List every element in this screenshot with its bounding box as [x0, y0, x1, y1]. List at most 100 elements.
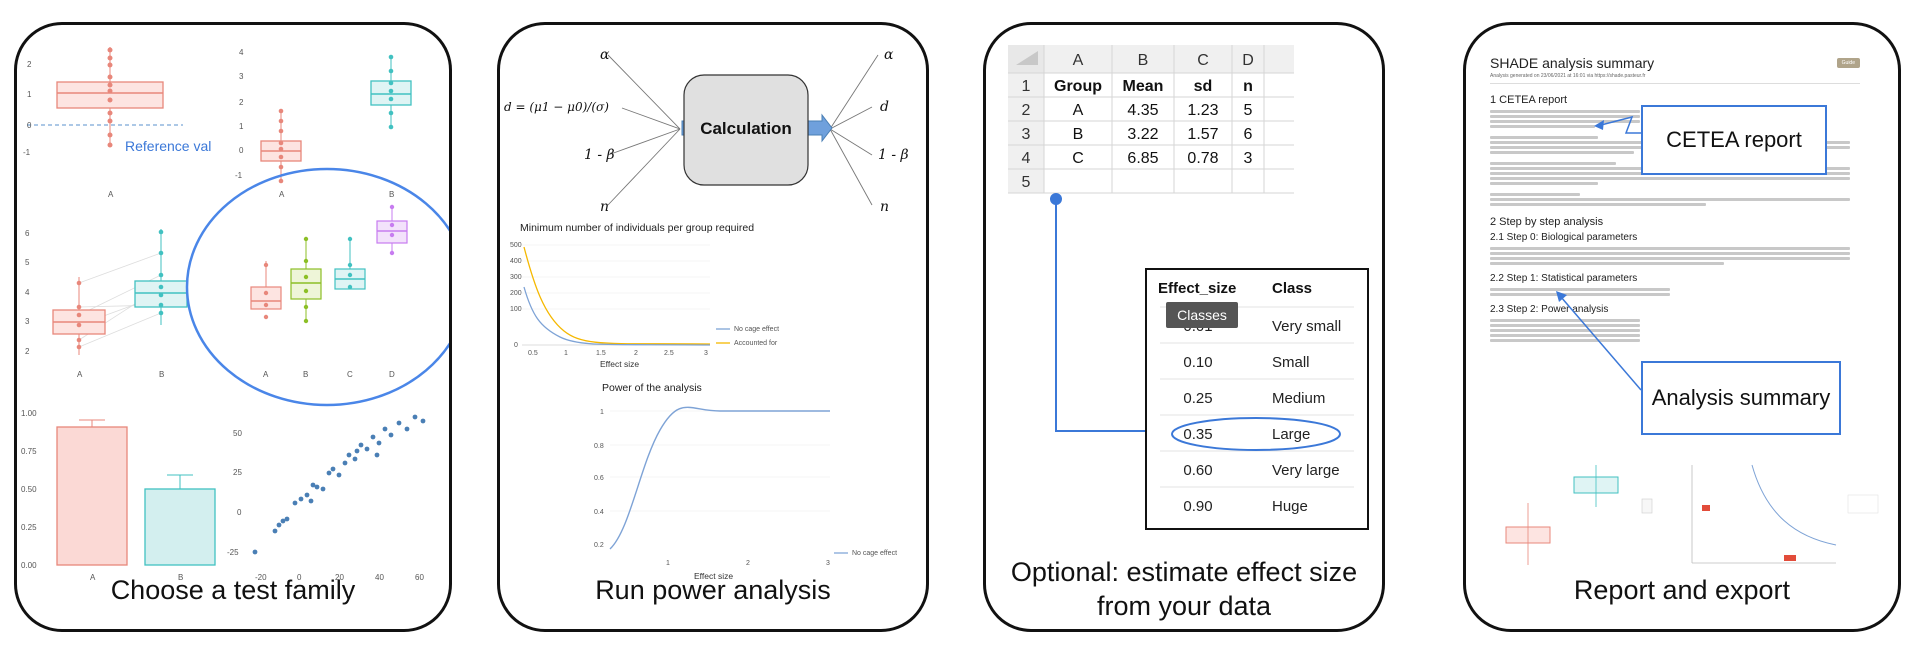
output-n: n	[880, 199, 889, 215]
chart1-tick-x-25: 2.5	[664, 350, 674, 357]
plot5-barplot: 1.00 0.75 0.50 0.25 0.00 A B	[21, 409, 216, 582]
row-number-5: 5	[1022, 174, 1031, 191]
plot4-tick-x-a: A	[263, 370, 269, 379]
report-h2: 2 Step by step analysis	[1490, 216, 1604, 228]
col-header-a: A	[1073, 52, 1084, 69]
effect-class-0: Very small	[1272, 318, 1341, 335]
chart2-xlabel: Effect size	[694, 571, 733, 581]
cell-a2[interactable]: A	[1073, 102, 1084, 119]
cell-d2[interactable]: 5	[1244, 102, 1253, 119]
plot1-tick-y-2: 2	[27, 60, 32, 69]
plot2-tick-y-4: 4	[239, 48, 244, 57]
plot4-tick-x-d: D	[389, 370, 395, 379]
chart1-tick-x-1: 1	[564, 350, 568, 357]
plot2-tick-y-m1: -1	[235, 171, 243, 180]
chart1-legend-no-cage: No cage effect	[734, 326, 779, 333]
highlight-circle	[185, 167, 449, 407]
cell-d3[interactable]: 6	[1244, 126, 1253, 143]
plot5-tick-x-a: A	[90, 573, 96, 582]
chart2-tick-y-06: 0.6	[594, 475, 604, 482]
chart1-tick-x-15: 1.5	[596, 350, 606, 357]
chart1-tick-y-300: 300	[510, 274, 522, 281]
plot4-tick-x-c: C	[347, 370, 353, 379]
plot2-tick-y-2: 2	[239, 98, 244, 107]
plot6-tick-x-40: 40	[375, 573, 384, 582]
effect-class-3: Large	[1272, 426, 1310, 443]
cell-b2[interactable]: 4.35	[1127, 102, 1158, 119]
plot2-tick-y-0: 0	[239, 146, 244, 155]
plot5-tick-y-000: 0.00	[21, 561, 37, 570]
panel2-caption: Run power analysis	[595, 575, 831, 605]
input-power: 1 - β	[584, 147, 615, 163]
chart1-title: Minimum number of individuals per group …	[520, 222, 754, 234]
plot3-tick-y-2: 2	[25, 347, 30, 356]
plot4-multi-boxplot: A B C D	[185, 167, 449, 407]
output-alpha: α	[884, 47, 894, 63]
cell-c3[interactable]: 1.57	[1187, 126, 1218, 143]
panel3-content: A B C D 1 2 3 4 5 Group Mean sd n A 4.35…	[1008, 45, 1369, 530]
report-document: SHADE analysis summary Guide Analysis ge…	[1490, 55, 1860, 344]
reference-label: Reference val	[125, 138, 211, 154]
chart1-tick-y-100: 100	[510, 306, 522, 313]
row-number-4: 4	[1022, 150, 1031, 167]
col-header-d: D	[1242, 52, 1254, 69]
cell-d1[interactable]: n	[1243, 78, 1253, 95]
plot5-tick-y-025: 0.25	[21, 523, 37, 532]
col-header-b: B	[1138, 52, 1149, 69]
row-number-3: 3	[1022, 126, 1031, 143]
plot5-tick-y-100: 1.00	[21, 409, 37, 418]
input-n: n	[600, 199, 609, 215]
plot5-tick-y-075: 0.75	[21, 447, 37, 456]
chart2-tick-y-1: 1	[600, 409, 604, 416]
cell-b4[interactable]: 6.85	[1127, 150, 1158, 167]
input-alpha: α	[600, 47, 610, 63]
plot6-tick-y-0: 0	[237, 508, 242, 517]
plot3-tick-y-4: 4	[25, 288, 30, 297]
chart2-tick-x-3: 3	[826, 560, 830, 567]
chart2-tick-x-2: 2	[746, 560, 750, 567]
chart1-tick-x-3: 3	[704, 350, 708, 357]
panel4-caption: Report and export	[1573, 575, 1791, 605]
guide-button[interactable]: Guide	[1836, 58, 1860, 68]
chart2-tick-x-1: 1	[666, 560, 670, 567]
effect-size-5: 0.90	[1183, 498, 1212, 515]
plot3-tick-y-5: 5	[25, 258, 30, 267]
cell-b3[interactable]: 3.22	[1127, 126, 1158, 143]
cell-c2[interactable]: 1.23	[1187, 102, 1218, 119]
report-curve	[1691, 464, 1879, 564]
plot4-tick-x-b: B	[303, 370, 308, 379]
plot2-tick-y-1: 1	[239, 122, 244, 131]
chart1-legend-accounted: Accounted for	[734, 340, 778, 347]
effect-size-table: Effect_size Class 0.01 Very small 0.10 S…	[1145, 268, 1369, 530]
output-power: 1 - β	[878, 147, 909, 163]
plot2-tick-y-3: 3	[239, 72, 244, 81]
highlight-large	[1171, 417, 1341, 451]
effect-class-1: Small	[1272, 354, 1310, 371]
plot6-tick-y-m25: -25	[227, 548, 239, 557]
spreadsheet: A B C D 1 2 3 4 5 Group Mean sd n A 4.35…	[1008, 45, 1294, 194]
plot6-tick-x-20: 20	[335, 573, 344, 582]
chart1-xlabel: Effect size	[600, 359, 639, 369]
effect-header-size: Effect_size	[1158, 280, 1236, 297]
plot1-tick-x-a: A	[108, 190, 114, 199]
report-title: SHADE analysis summary	[1490, 55, 1655, 71]
col-header-c: C	[1197, 52, 1209, 69]
chart1-tick-y-0: 0	[514, 342, 518, 349]
cell-b1[interactable]: Mean	[1123, 78, 1164, 95]
cell-a1[interactable]: Group	[1054, 78, 1102, 95]
cell-a4[interactable]: C	[1072, 150, 1084, 167]
effect-class-2: Medium	[1272, 390, 1325, 407]
cell-d4[interactable]: 3	[1244, 150, 1253, 167]
report-subtitle: Analysis generated on 23/06/2021 at 16:0…	[1490, 73, 1646, 79]
effect-size-4: 0.60	[1183, 462, 1212, 479]
plot3-tick-y-3: 3	[25, 317, 30, 326]
chart2-legend-no-cage: No cage effect	[852, 550, 897, 557]
input-d: d = (μ1 − μ0)/(σ)	[504, 100, 609, 114]
plot3-tick-x-b: B	[159, 370, 164, 379]
power-chart: Power of the analysis 1 0.8 0.6 0.4 0.2 …	[594, 382, 897, 581]
plot6-tick-x-60: 60	[415, 573, 424, 582]
cell-c4[interactable]: 0.78	[1187, 150, 1218, 167]
cell-a3[interactable]: B	[1073, 126, 1084, 143]
cell-c1[interactable]: sd	[1194, 78, 1213, 95]
chart1-tick-y-500: 500	[510, 242, 522, 249]
